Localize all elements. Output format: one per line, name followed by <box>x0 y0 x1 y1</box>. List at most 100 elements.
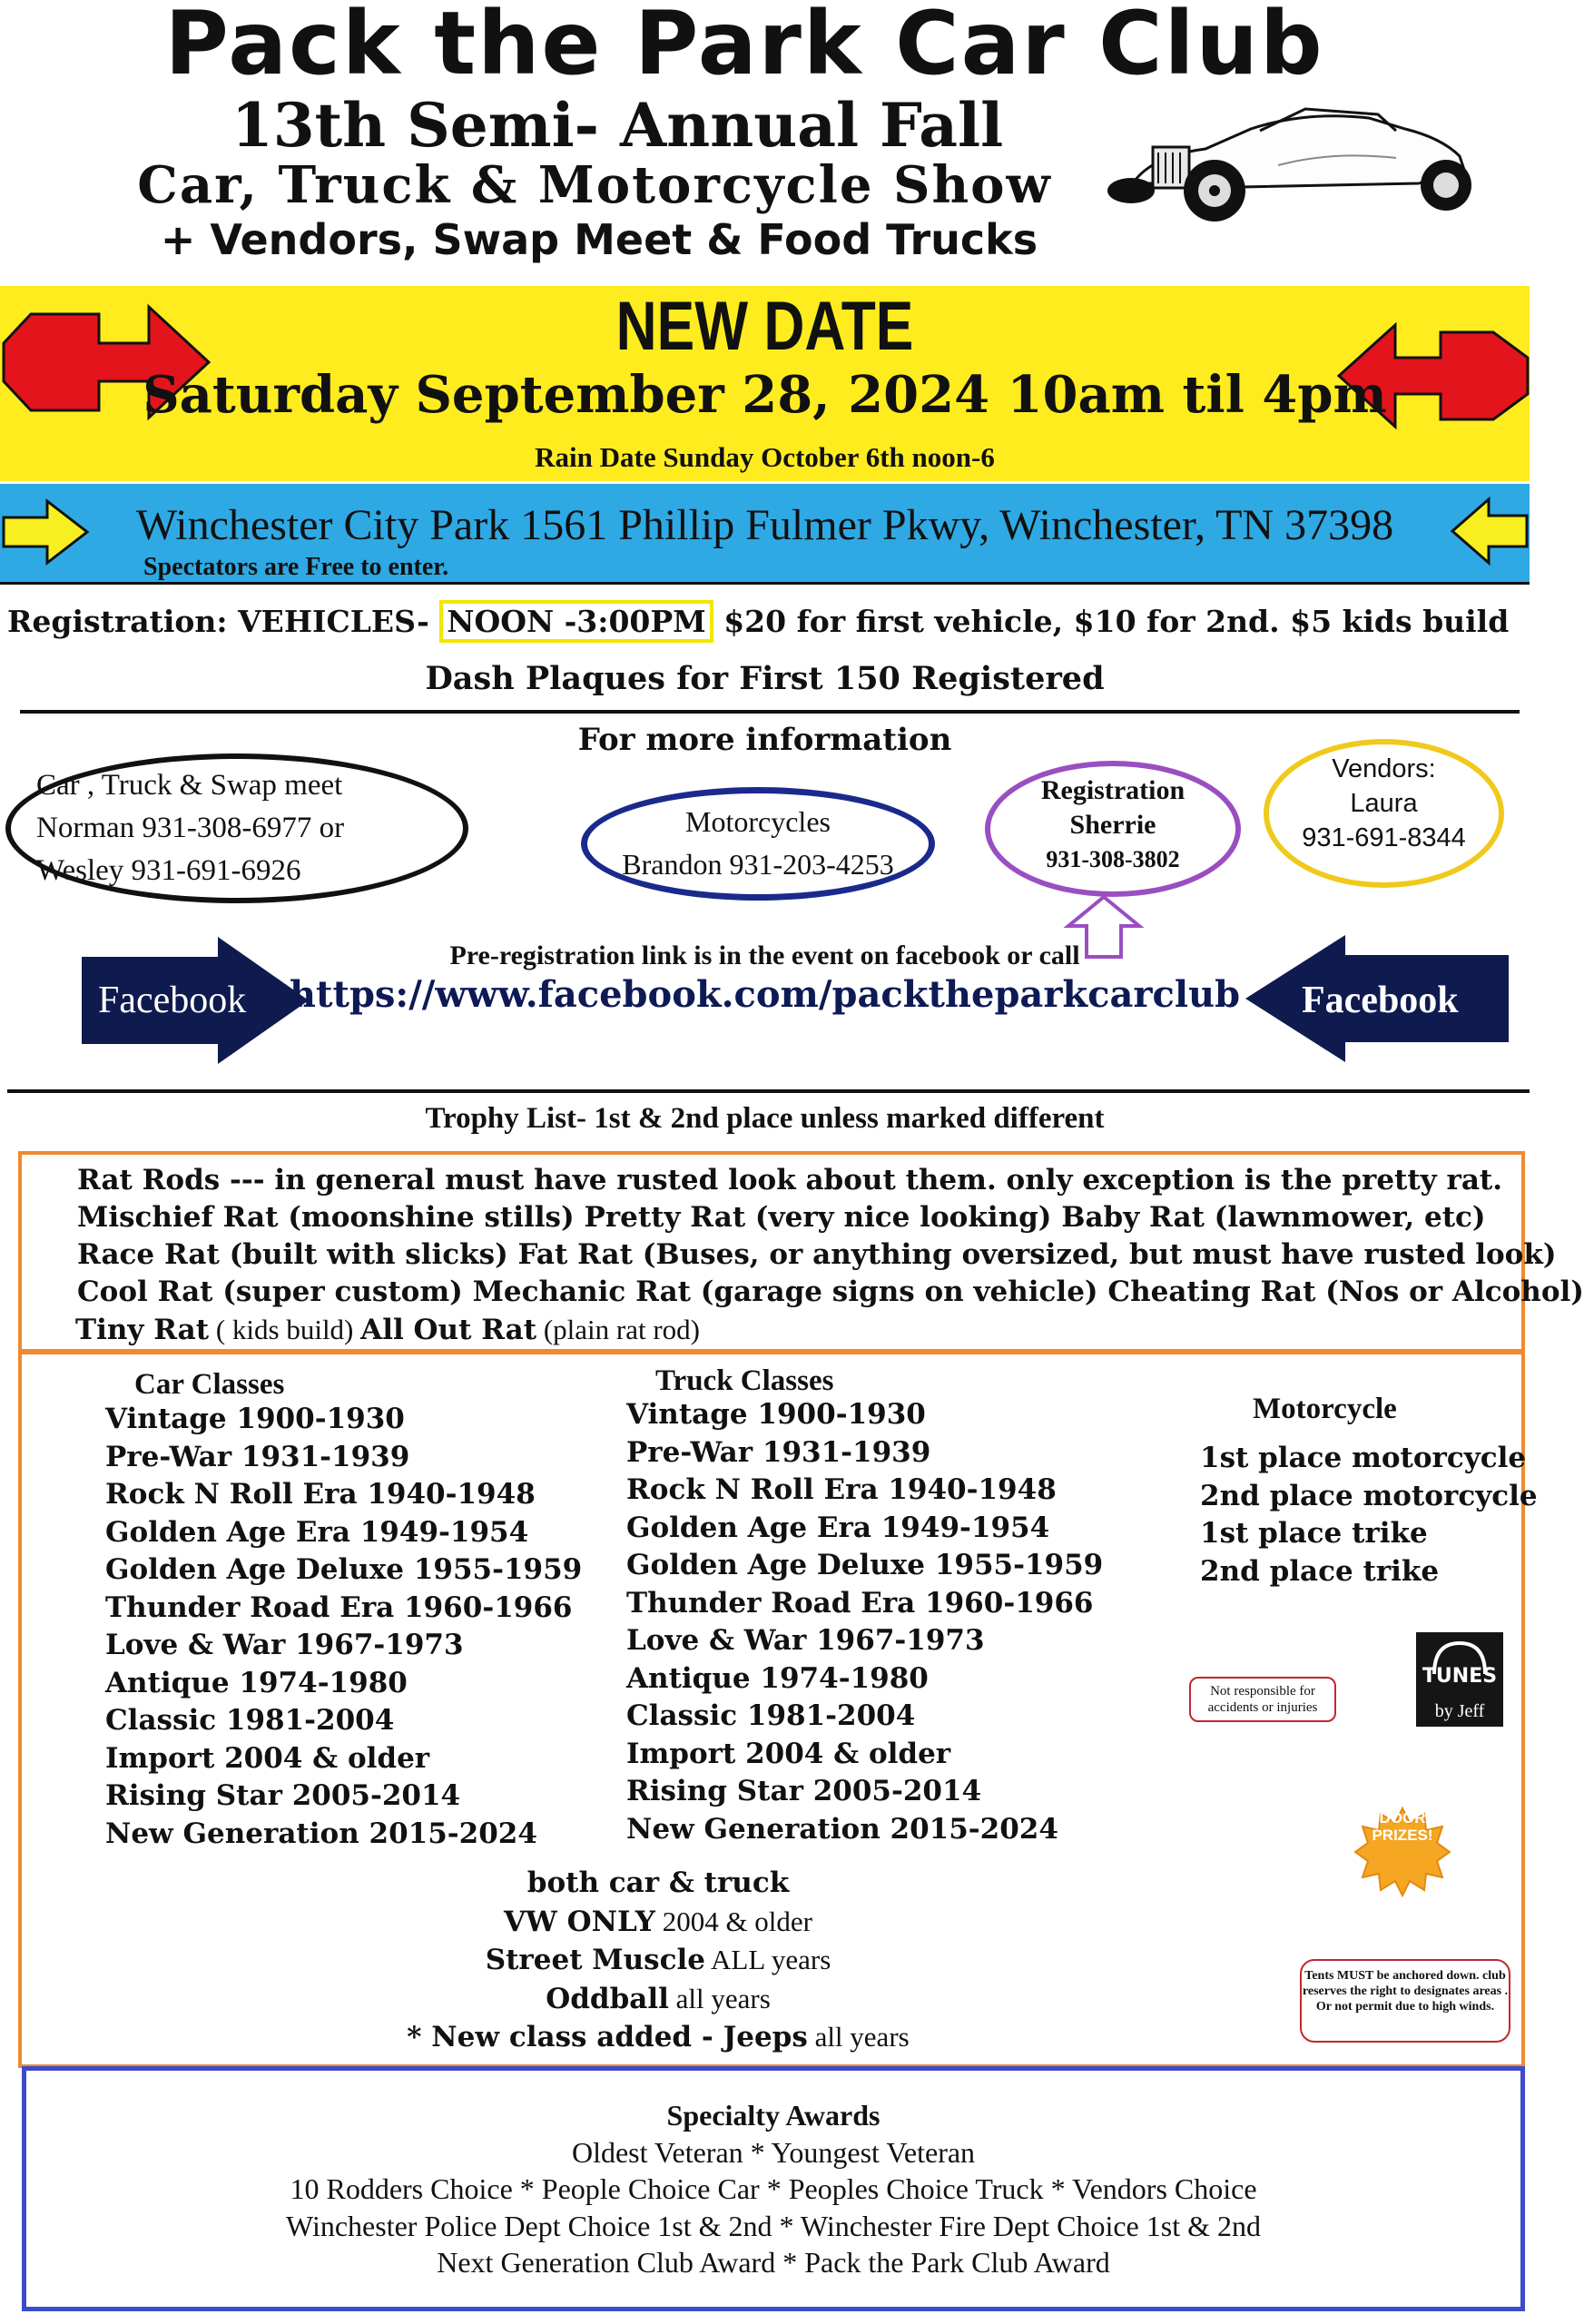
list-item: * New class added - Jeeps all years <box>272 2018 1044 2057</box>
jeeps-years: all years <box>807 2021 910 2053</box>
list-item: 1st place trike <box>1200 1517 1428 1550</box>
dash-plaques-note: Dash Plaques for First 150 Registered <box>425 660 1105 697</box>
vw-years: 2004 & older <box>654 1905 812 1937</box>
list-item: Vintage 1900-1930 <box>626 1398 926 1431</box>
rat-line: Cool Rat (super custom) Mechanic Rat (ga… <box>77 1275 1584 1308</box>
motorcycle-classes-list: 1st place motorcycle 2nd place motorcycl… <box>1200 1440 1538 1590</box>
rat-line: Mischief Rat (moonshine stills) Pretty R… <box>77 1201 1486 1234</box>
not-responsible-notice: Not responsible for accidents or injurie… <box>1189 1677 1336 1722</box>
list-item: Import 2004 & older <box>105 1741 430 1775</box>
contact-line: Motorcycles <box>685 805 831 838</box>
contact-line: Laura <box>1350 789 1418 818</box>
rat-line: Race Rat (built with slicks) Fat Rat (Bu… <box>77 1238 1557 1271</box>
list-item: Antique 1974-1980 <box>105 1666 408 1699</box>
list-item: Golden Age Era 1949-1954 <box>626 1511 1050 1544</box>
contact-line: Car , Truck & Swap meet <box>36 769 343 802</box>
date-banner <box>0 286 1530 481</box>
list-item: Pre-War 1931-1939 <box>105 1440 410 1473</box>
registration-prefix: Registration: VEHICLES- <box>7 604 440 639</box>
jeeps-class: * New class added - Jeeps <box>407 2021 808 2053</box>
vendors-subtitle: + Vendors, Swap Meet & Food Trucks <box>160 215 1038 264</box>
list-item: Rising Star 2005-2014 <box>105 1779 461 1812</box>
specialty-line: Winchester Police Dept Choice 1st & 2nd … <box>286 2209 1261 2242</box>
list-item: 2nd place trike <box>1200 1554 1440 1588</box>
list-item: Classic 1981-2004 <box>105 1704 395 1737</box>
specialty-line: Oldest Veteran * Youngest Veteran <box>571 2135 976 2169</box>
facebook-arrow-left-button[interactable] <box>82 937 309 1064</box>
list-item: Golden Age Era 1949-1954 <box>105 1515 529 1549</box>
both-classes: both car & truck VW ONLY 2004 & older St… <box>272 1865 1044 2057</box>
list-item: Rock N Roll Era 1940-1948 <box>105 1478 536 1511</box>
car-classes-list: Vintage 1900-1930 Pre-War 1931-1939 Rock… <box>105 1401 582 1853</box>
facebook-url-link[interactable]: https://www.facebook.com/packtheparkcarc… <box>289 973 1241 1016</box>
trophy-list-heading: Trophy List- 1st & 2nd place unless mark… <box>425 1102 1105 1135</box>
facebook-arrow-right-button[interactable] <box>1245 935 1509 1062</box>
rat-line: Tiny Rat ( kids build) All Out Rat (plai… <box>75 1311 1520 1349</box>
list-item: Antique 1974-1980 <box>626 1661 929 1695</box>
motorcycle-classes-heading: Motorcycle <box>1253 1393 1397 1425</box>
yellow-arrow-right-icon <box>2 497 90 566</box>
headphones-icon <box>1432 1640 1487 1675</box>
rain-date: Rain Date Sunday October 6th noon-6 <box>535 441 995 473</box>
vendors-contact: Vendors: Laura 931-691-8344 <box>1264 752 1504 855</box>
facebook-left-label[interactable]: Facebook <box>98 980 247 1021</box>
specialty-awards: Specialty Awards Oldest Veteran * Younge… <box>22 2097 1525 2281</box>
specialty-line: 10 Rodders Choice * People Choice Car * … <box>290 2172 1257 2205</box>
red-arrow-left-icon <box>1336 321 1530 430</box>
list-item: 2nd place motorcycle <box>1200 1479 1538 1512</box>
list-item: New Generation 2015-2024 <box>105 1817 537 1850</box>
spectators-note: Spectators are Free to enter. <box>143 553 449 581</box>
tunes-by-text: by Jeff <box>1434 1701 1485 1721</box>
divider <box>7 1089 1530 1093</box>
more-info-heading: For more information <box>577 722 952 758</box>
hot-rod-car-illustration <box>1107 107 1471 222</box>
list-item: Golden Age Deluxe 1955-1959 <box>105 1553 583 1586</box>
all-out-rat-desc: (plain rat rod) <box>536 1314 700 1345</box>
contact-line: Brandon 931-203-4253 <box>622 848 894 881</box>
list-item: Rising Star 2005-2014 <box>626 1775 982 1807</box>
new-date-heading: NEW DATE <box>615 288 914 365</box>
truck-classes-list: Vintage 1900-1930 Pre-War 1931-1939 Rock… <box>626 1396 1103 1848</box>
list-item: Oddball all years <box>272 1980 1044 2019</box>
registration-fees: $20 for first vehicle, $10 for 2nd. $5 k… <box>713 604 1510 639</box>
contact-line: Norman 931-308-6977 or <box>36 812 345 844</box>
rat-line: Rat Rods --- in general must have rusted… <box>77 1164 1503 1196</box>
tents-notice: Tents MUST be anchored down. club reserv… <box>1300 1959 1510 2043</box>
specialty-awards-box <box>22 2066 1525 2311</box>
motorcycles-contact-oval <box>581 787 935 901</box>
list-item: Classic 1981-2004 <box>626 1699 916 1732</box>
tunes-by-jeff-logo <box>1416 1632 1503 1727</box>
list-item: Thunder Road Era 1960-1966 <box>105 1590 573 1624</box>
club-title: Pack the Park Car Club <box>164 0 1324 94</box>
registration-line: Registration: VEHICLES- NOON -3:00PM $20… <box>7 600 1532 643</box>
oddball-class: Oddball <box>546 1982 669 2015</box>
location-banner <box>0 484 1530 582</box>
divider <box>0 582 1530 585</box>
list-item: Import 2004 & older <box>626 1737 951 1770</box>
list-item: Rock N Roll Era 1940-1948 <box>626 1473 1057 1506</box>
rat-rods-classes: Rat Rods --- in general must have rusted… <box>75 1162 1584 1349</box>
vw-class: VW ONLY <box>503 1905 655 1938</box>
registration-contact-oval <box>985 761 1241 897</box>
list-item: Vintage 1900-1930 <box>105 1403 405 1435</box>
contact-line: Wesley 931-691-6926 <box>36 854 301 887</box>
registration-contact: Registration Sherrie 931-308-3802 <box>985 773 1241 877</box>
registration-time: NOON -3:00PM <box>439 600 713 643</box>
oddball-years: all years <box>668 1982 771 2014</box>
list-item: Golden Age Deluxe 1955-1959 <box>626 1549 1104 1581</box>
car-classes-heading: Car Classes <box>134 1368 285 1401</box>
tiny-rat-desc: ( kids build) <box>209 1314 361 1345</box>
contact-line: Sherrie <box>1069 810 1156 840</box>
prereg-note: Pre-registration link is in the event on… <box>449 940 1080 970</box>
list-item: Love & War 1967-1973 <box>105 1629 464 1661</box>
car-truck-contact: Car , Truck & Swap meet Norman 931-308-6… <box>36 764 436 892</box>
list-item: 1st place motorcycle <box>1200 1442 1527 1474</box>
tiny-rat-name: Tiny Rat <box>75 1314 210 1346</box>
door-prizes-starburst-icon <box>1353 1806 1451 1898</box>
facebook-right-label[interactable]: Facebook <box>1302 980 1459 1021</box>
specialty-line: Next Generation Club Award * Pack the Pa… <box>437 2246 1110 2279</box>
list-item: Pre-War 1931-1939 <box>626 1435 931 1469</box>
yellow-arrow-left-icon <box>1450 496 1529 566</box>
show-subtitle: Car, Truck & Motorcycle Show <box>137 155 1052 215</box>
contact-line: 931-691-8344 <box>1302 823 1466 852</box>
